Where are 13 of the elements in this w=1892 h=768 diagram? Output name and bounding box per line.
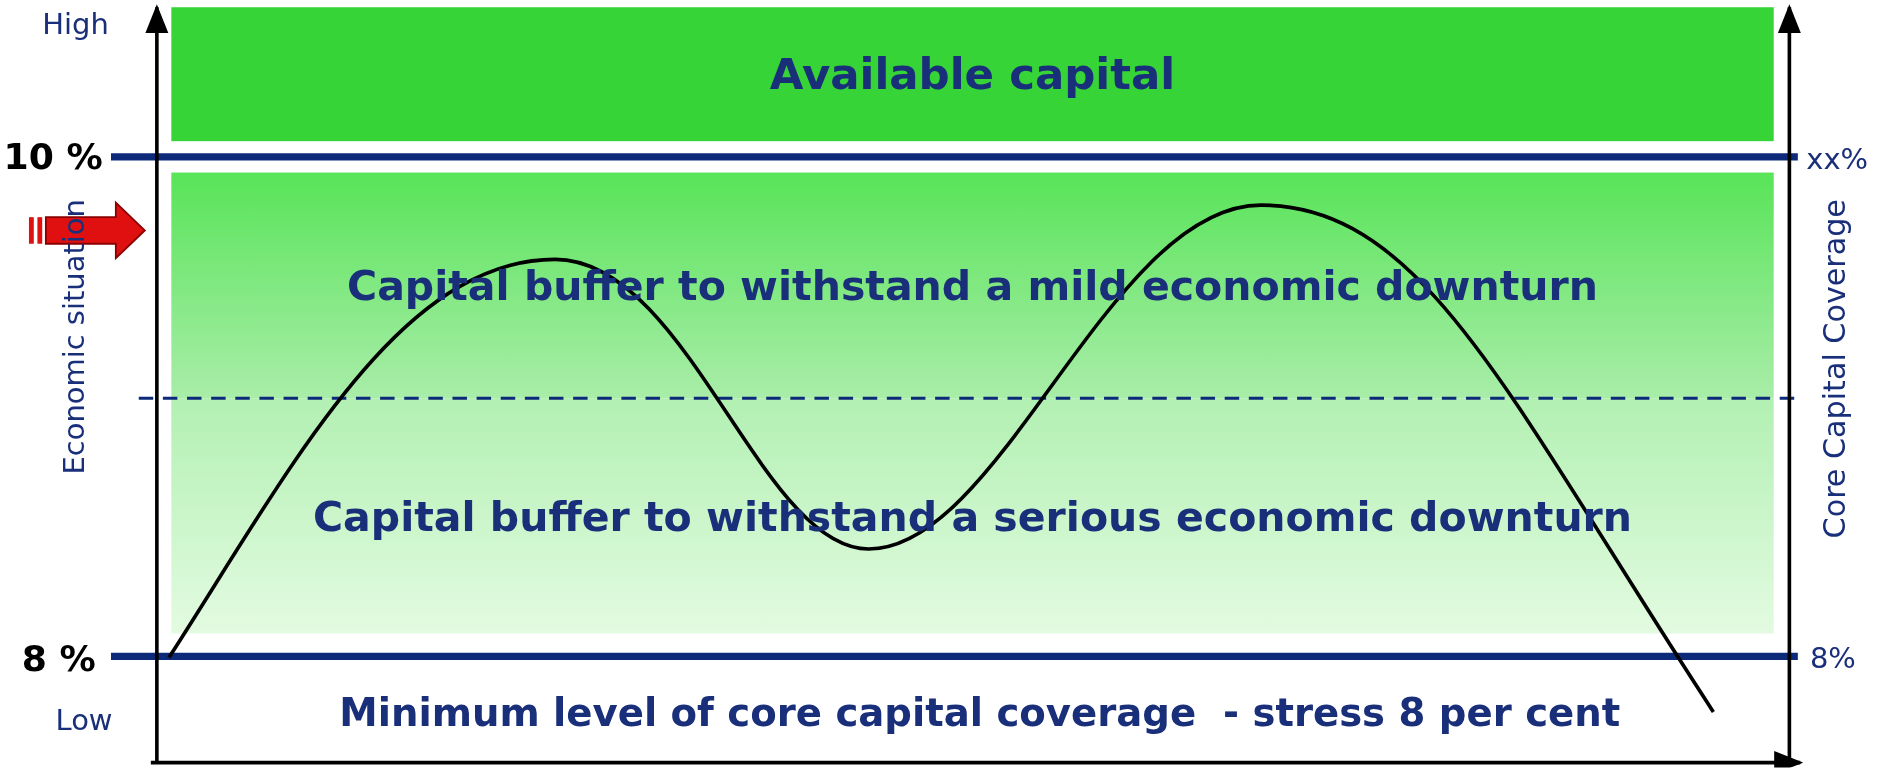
band bbox=[171, 7, 1774, 142]
axis-label: Economic situation bbox=[57, 199, 92, 475]
axis-label: High bbox=[42, 7, 109, 41]
band-label: Minimum level of core capital coverage - stress 8 per cent bbox=[339, 690, 1621, 737]
band bbox=[171, 398, 1774, 634]
tick-label: xx% bbox=[1806, 142, 1869, 177]
tick-label: 10 % bbox=[3, 135, 103, 178]
tick-label: 8 % bbox=[21, 637, 96, 680]
axis-label: Low bbox=[55, 703, 113, 738]
band-label: Available capital bbox=[769, 49, 1176, 99]
band bbox=[171, 172, 1774, 399]
axis-label: Core Capital Coverage bbox=[1817, 199, 1853, 539]
tick-label: 8% bbox=[1809, 641, 1856, 676]
